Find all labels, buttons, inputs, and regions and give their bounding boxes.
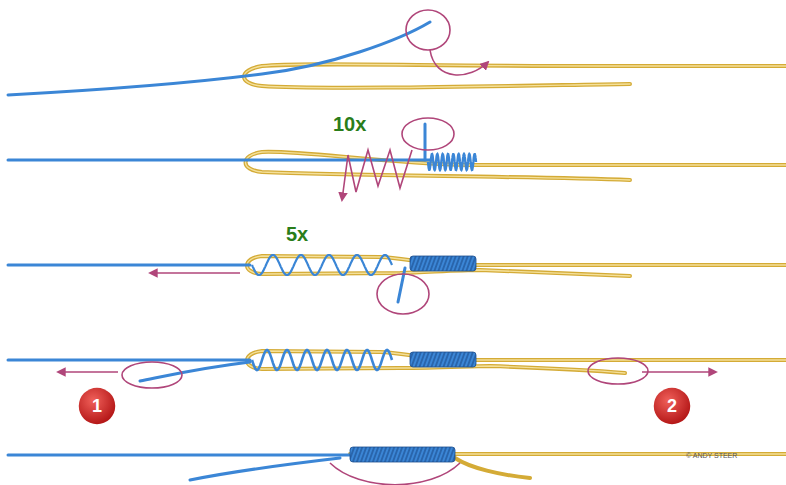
turn-count: 10x <box>333 114 366 134</box>
line-wrap <box>252 350 392 370</box>
callout-circle: 2 <box>653 387 691 425</box>
line-wrap <box>428 154 476 170</box>
callout-number: 1 <box>92 397 102 415</box>
turn-count: 5x <box>286 224 308 244</box>
line-wrap <box>252 255 392 275</box>
watermark: © ANDY STEER <box>686 452 737 459</box>
callout-number: 2 <box>667 397 677 415</box>
callout-circle: 1 <box>78 387 116 425</box>
